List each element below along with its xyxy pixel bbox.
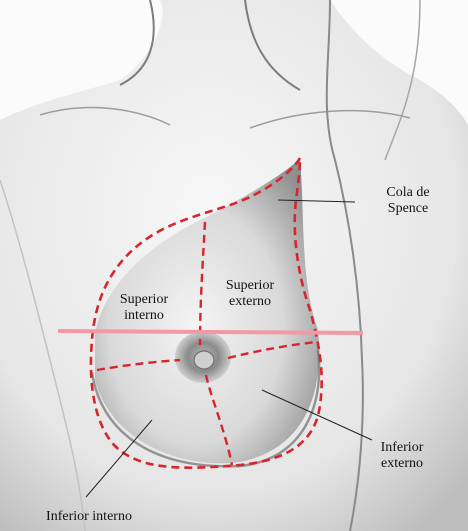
label-cola-de-spence: Cola de Spence — [358, 185, 458, 217]
label-superior-interno-line1: Superior — [104, 292, 184, 308]
label-superior-interno: Superior interno — [104, 292, 184, 324]
label-inferior-interno-text: Inferior interno — [24, 509, 154, 525]
horizontal-reference-line — [58, 331, 363, 333]
label-superior-externo: Superior externo — [210, 278, 290, 310]
label-superior-externo-line1: Superior — [210, 278, 290, 294]
label-cola-line2: Spence — [358, 201, 458, 217]
nipple — [194, 351, 214, 369]
label-inferior-externo-line2: externo — [362, 456, 442, 472]
label-inferior-interno: Inferior interno — [24, 509, 154, 525]
label-superior-externo-line2: externo — [210, 294, 290, 310]
label-inferior-externo-line1: Inferior — [362, 440, 442, 456]
label-inferior-externo: Inferior externo — [362, 440, 442, 472]
label-cola-line1: Cola de — [358, 185, 458, 201]
label-superior-interno-line2: interno — [104, 308, 184, 324]
